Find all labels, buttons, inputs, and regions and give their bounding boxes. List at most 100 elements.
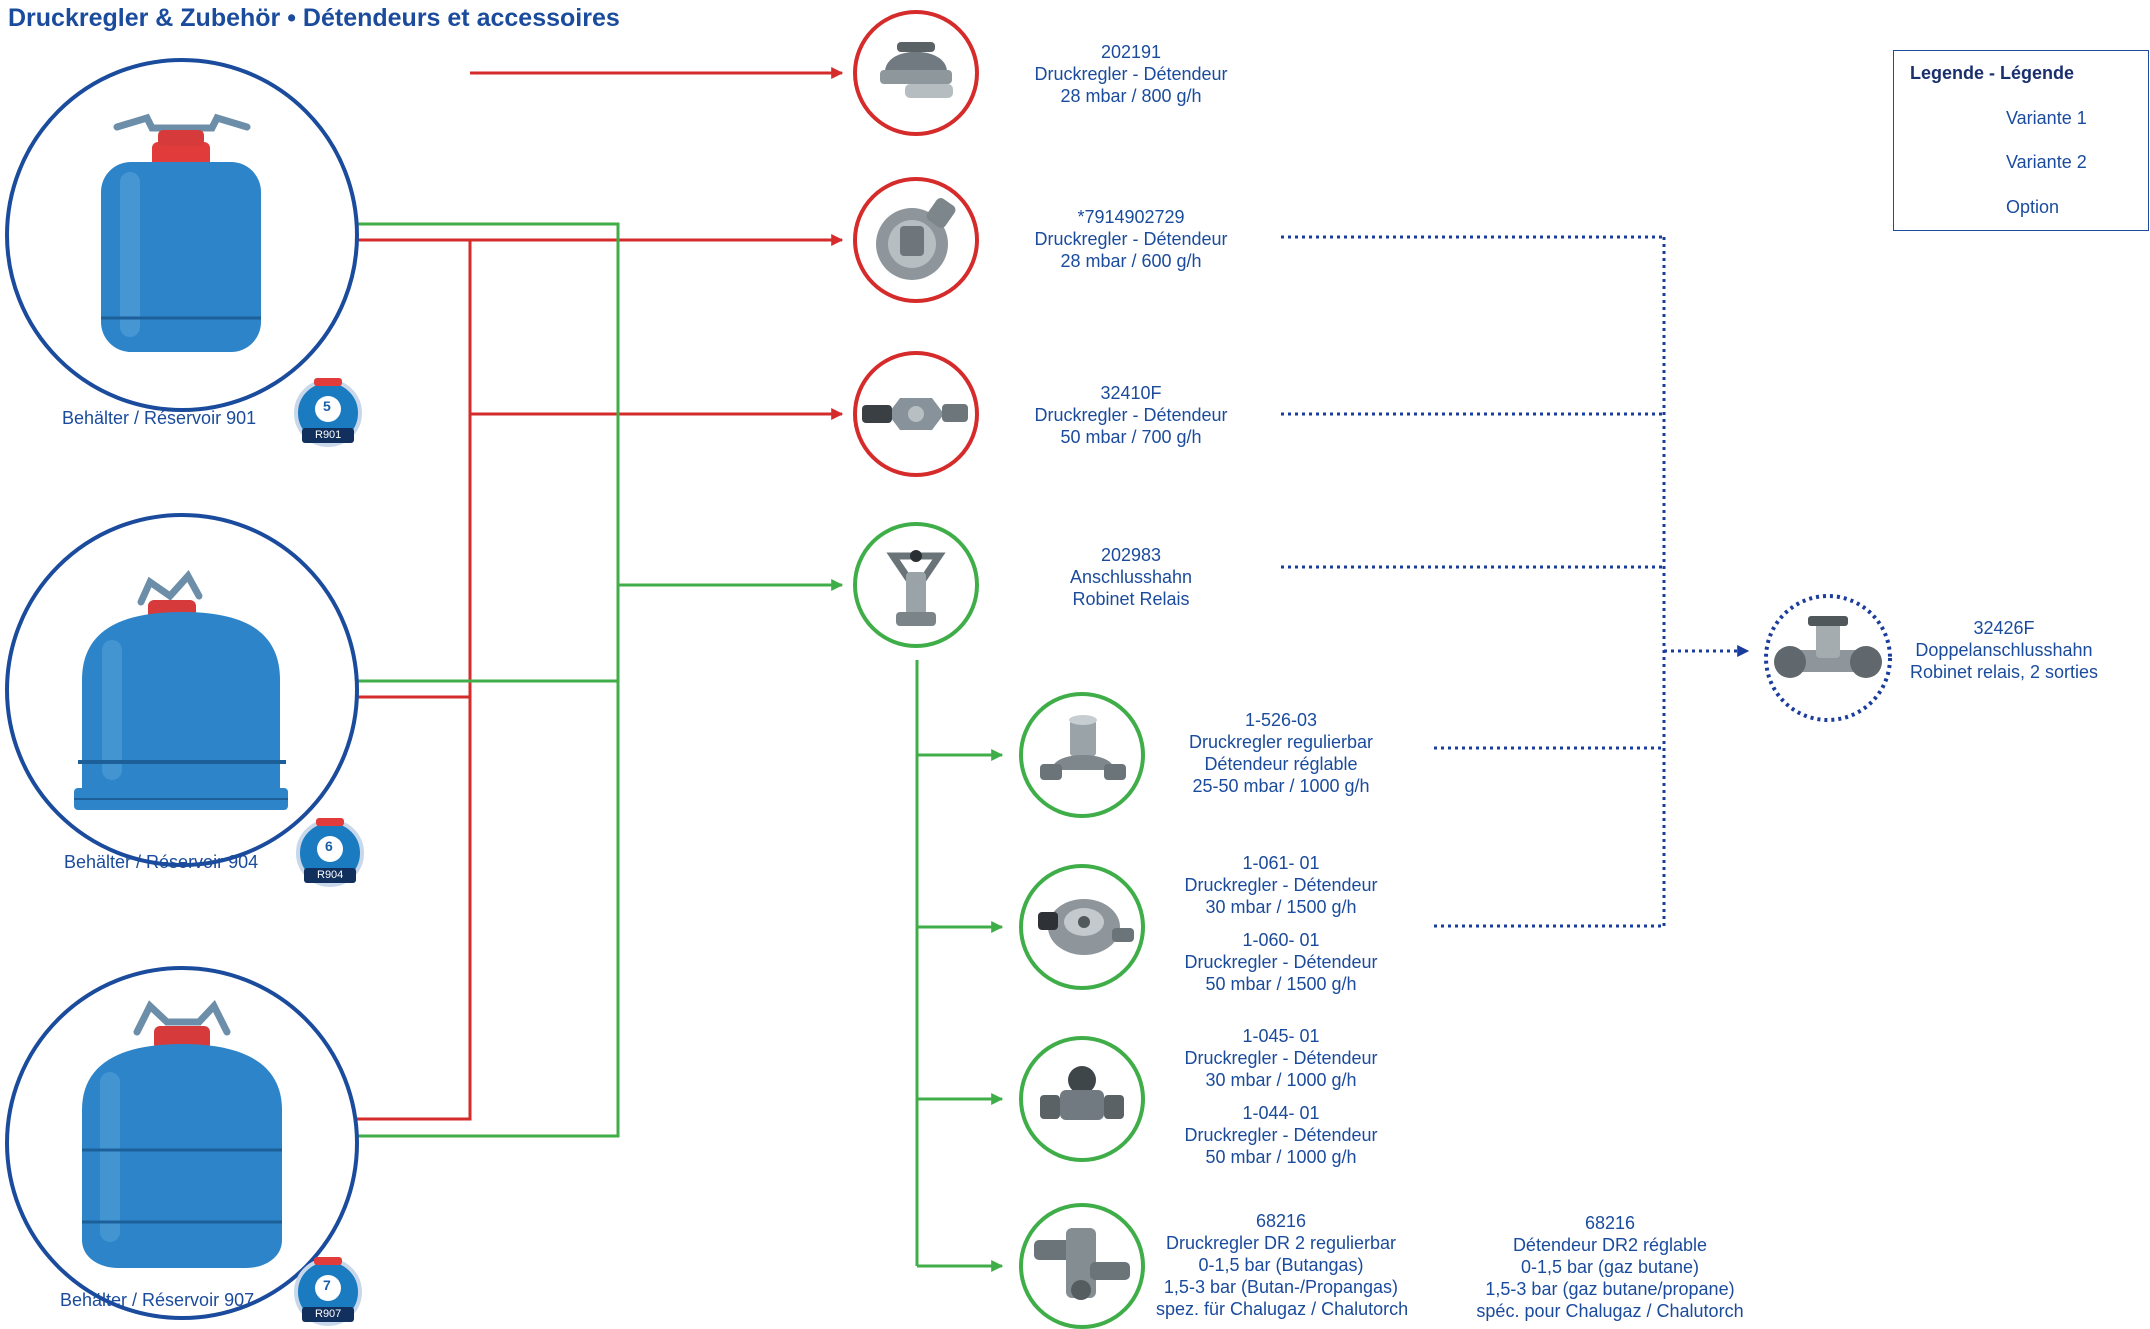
product-code: 1-044- 01 <box>1242 1103 1320 1123</box>
product-label: 1-060- 01 Druckregler - Détendeur 50 mba… <box>1161 929 1401 995</box>
badge-r904 <box>296 818 364 887</box>
product-label: *7914902729 Druckregler - Détendeur 28 m… <box>1011 206 1251 272</box>
page-title: Druckregler & Zubehör • Détendeurs et ac… <box>8 4 620 32</box>
product-1-526-03 <box>1019 692 1145 818</box>
product-spec: 50 mbar / 700 g/h <box>1060 427 1202 447</box>
product-1-061-01 <box>1019 864 1145 990</box>
product-name: Druckregler - Détendeur <box>1184 952 1378 972</box>
product-spec: 1,5-3 bar (gaz butane/propane) <box>1485 1279 1735 1299</box>
product-code: 32426F <box>1973 618 2035 638</box>
variant-1-lines <box>356 67 844 1121</box>
gas-tank-icon <box>82 999 282 1268</box>
badge-number: 6 <box>325 838 333 854</box>
product-spec: 0-1,5 bar (Butangas) <box>1198 1255 1364 1275</box>
product-name: Druckregler - Détendeur <box>1034 229 1228 249</box>
product-spec: 28 mbar / 600 g/h <box>1060 251 1202 271</box>
regulator-icon <box>862 398 968 430</box>
product-spec: 28 mbar / 800 g/h <box>1060 86 1202 106</box>
product-code: 202191 <box>1100 42 1162 62</box>
badge-code: R907 <box>315 1308 342 1320</box>
regulator-icon <box>1040 715 1126 780</box>
product-code: 68216 <box>1584 1213 1636 1233</box>
option-lines <box>1281 235 1750 928</box>
product-label: 68216 Détendeur DR2 réglable 0-1,5 bar (… <box>1470 1212 1750 1322</box>
badge-r901 <box>294 378 362 447</box>
product-name: Détendeur DR2 réglable <box>1512 1235 1708 1255</box>
product-spec: Robinet Relais <box>1072 589 1190 609</box>
product-name: Druckregler - Détendeur <box>1184 1125 1378 1145</box>
product-label: 202983 Anschlusshahn Robinet Relais <box>1011 544 1251 610</box>
product-name: Druckregler regulierbar <box>1188 732 1374 752</box>
product-spec: 25-50 mbar / 1000 g/h <box>1192 776 1370 796</box>
product-code: 1-061- 01 <box>1242 853 1320 873</box>
product-68216 <box>1019 1203 1145 1329</box>
product-note: spez. für Chalugaz / Chalutorch <box>1156 1299 1409 1319</box>
legend-item-variant-1: Variante 1 <box>2006 108 2087 128</box>
product-name: Druckregler - Détendeur <box>1184 875 1378 895</box>
product-label: 68216 Druckregler DR 2 regulierbar 0-1,5… <box>1156 1210 1409 1320</box>
badge-code: R901 <box>315 429 342 441</box>
product-code: *7914902729 <box>1077 207 1185 227</box>
badge-code: R904 <box>317 869 344 881</box>
product-name: Druckregler - Détendeur <box>1034 64 1228 84</box>
product-code: 202983 <box>1100 545 1162 565</box>
product-name: Druckregler - Détendeur <box>1184 1048 1378 1068</box>
product-label: 32410F Druckregler - Détendeur 50 mbar /… <box>1011 382 1251 448</box>
product-code: 1-060- 01 <box>1242 930 1320 950</box>
container-907 <box>5 966 359 1320</box>
badge-number: 5 <box>323 398 331 414</box>
variant-2-lines <box>356 222 1004 1272</box>
product-label: 32426F Doppelanschlusshahn Robinet relai… <box>1889 617 2119 683</box>
product-label: 202191 Druckregler - Détendeur 28 mbar /… <box>1011 41 1251 107</box>
container-label: Behälter / Réservoir 901 <box>62 408 257 428</box>
legend: Legende - Légende Variante 1 Variante 2 … <box>1893 50 2149 231</box>
valve-icon <box>886 550 946 626</box>
product-7914902729 <box>853 177 979 303</box>
product-label: 1-526-03 Druckregler regulierbar Détende… <box>1161 709 1401 797</box>
product-1-045-01 <box>1019 1036 1145 1162</box>
legend-title: Legende - Légende <box>1910 63 2075 83</box>
legend-item-variant-2: Variante 2 <box>2006 152 2087 172</box>
product-code: 1-045- 01 <box>1242 1026 1320 1046</box>
container-label: Behälter / Réservoir 907 <box>60 1290 255 1310</box>
product-32410F <box>853 351 979 477</box>
product-name-fr: Détendeur réglable <box>1204 754 1358 774</box>
product-name: Doppelanschlusshahn <box>1915 640 2093 660</box>
double-valve-icon <box>1774 616 1882 678</box>
product-spec: 50 mbar / 1000 g/h <box>1205 1147 1357 1167</box>
product-spec: 30 mbar / 1000 g/h <box>1205 1070 1357 1090</box>
regulator-icon <box>1038 899 1134 955</box>
badge-number: 7 <box>323 1277 331 1293</box>
product-spec: 30 mbar / 1500 g/h <box>1205 897 1357 917</box>
product-label: 1-045- 01 Druckregler - Détendeur 30 mba… <box>1161 1025 1401 1091</box>
product-name: Druckregler DR 2 regulierbar <box>1165 1233 1397 1253</box>
container-901 <box>5 58 359 412</box>
product-code: 32410F <box>1100 383 1162 403</box>
product-code: 1-526-03 <box>1244 710 1318 730</box>
gas-tank-icon <box>101 113 261 352</box>
product-name: Anschlusshahn <box>1069 567 1193 587</box>
product-name: Druckregler - Détendeur <box>1034 405 1228 425</box>
container-label: Behälter / Réservoir 904 <box>64 852 259 872</box>
product-label: 1-061- 01 Druckregler - Détendeur 30 mba… <box>1161 852 1401 918</box>
regulator-icon <box>876 198 956 280</box>
product-spec: 0-1,5 bar (gaz butane) <box>1520 1257 1700 1277</box>
legend-item-option: Option <box>2006 197 2060 217</box>
badge-r907 <box>294 1257 362 1326</box>
regulator-icon <box>1040 1066 1124 1120</box>
product-note: spéc. pour Chalugaz / Chalutorch <box>1476 1301 1744 1321</box>
product-name-fr: Robinet relais, 2 sorties <box>1909 662 2099 682</box>
gas-tank-icon <box>74 569 288 810</box>
product-label: 1-044- 01 Druckregler - Détendeur 50 mba… <box>1161 1102 1401 1168</box>
product-spec: 1,5-3 bar (Butan-/Propangas) <box>1163 1277 1399 1297</box>
product-code: 68216 <box>1255 1211 1307 1231</box>
product-32426F <box>1764 594 1892 722</box>
container-904 <box>5 513 359 867</box>
product-202983 <box>853 522 979 648</box>
regulator-icon <box>880 42 953 98</box>
product-202191 <box>853 10 979 136</box>
regulator-icon <box>1034 1228 1130 1300</box>
product-spec: 50 mbar / 1500 g/h <box>1205 974 1357 994</box>
